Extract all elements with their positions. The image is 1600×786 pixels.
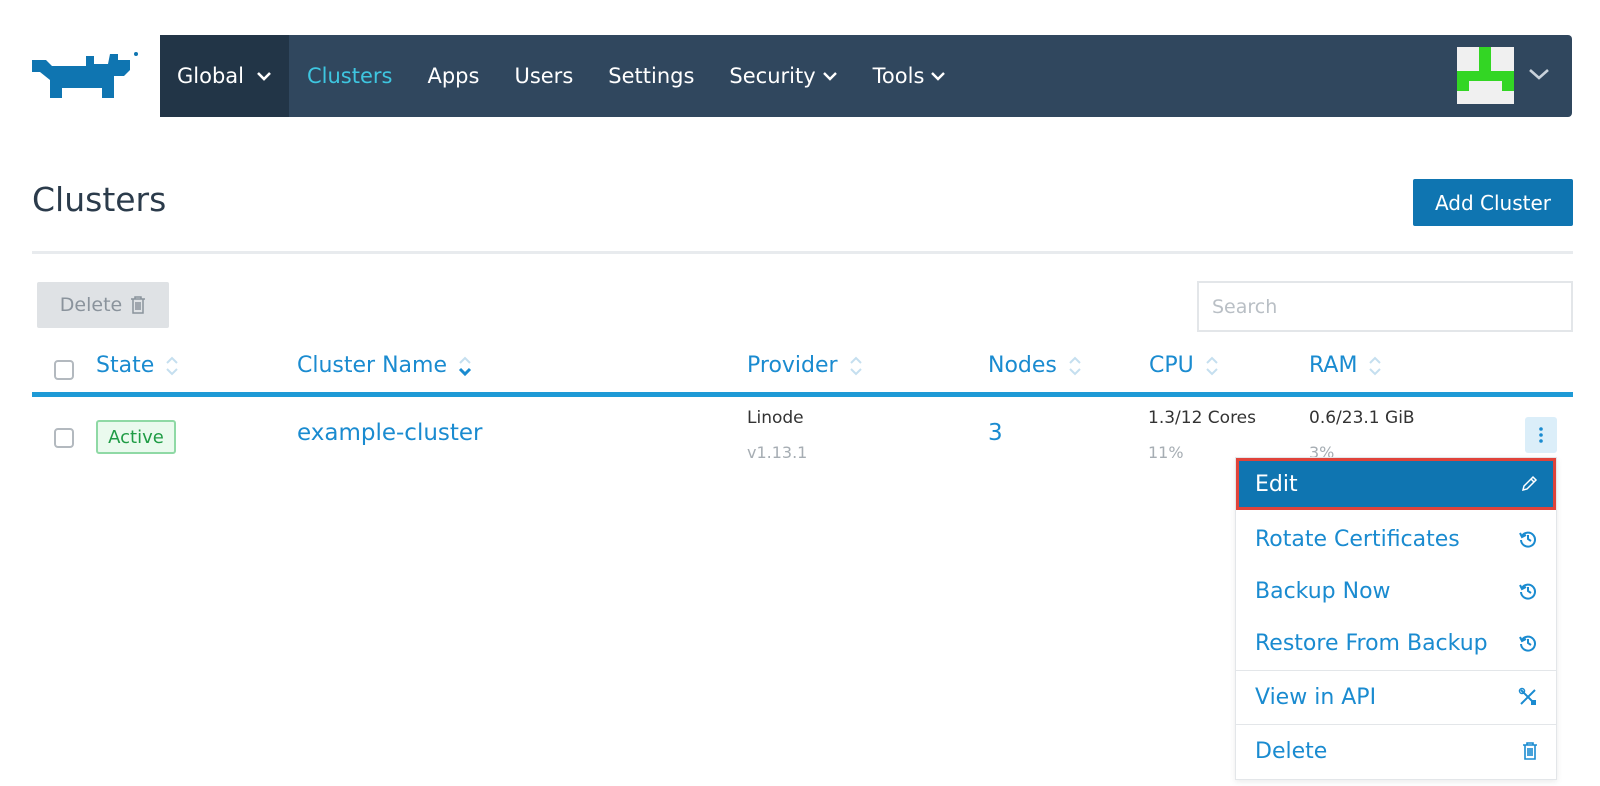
column-cpu[interactable]: CPU	[1149, 353, 1220, 378]
page-title: Clusters	[32, 180, 167, 219]
api-tools-icon	[1518, 687, 1536, 705]
column-state-label: State	[96, 353, 155, 378]
column-provider[interactable]: Provider	[747, 353, 864, 378]
column-cpu-label: CPU	[1149, 353, 1194, 378]
column-ram-label: RAM	[1309, 353, 1358, 378]
nodes-count-link[interactable]: 3	[988, 420, 1003, 446]
main-nav: Global Clusters Apps Users Settings Secu…	[160, 35, 1572, 117]
chevron-down-icon	[822, 71, 838, 81]
nav-tools[interactable]: Tools	[873, 64, 947, 88]
sort-icon	[1369, 356, 1382, 375]
menu-item-rotate-certificates[interactable]: Rotate Certificates	[1236, 513, 1556, 565]
bulk-delete-button[interactable]: Delete	[37, 282, 169, 328]
chevron-down-icon	[256, 71, 272, 81]
global-label: Global	[177, 64, 244, 88]
nav-settings-label: Settings	[608, 64, 695, 88]
bulk-delete-label: Delete	[59, 294, 123, 316]
menu-item-edit[interactable]: Edit	[1236, 458, 1556, 510]
nav-users-label: Users	[514, 64, 574, 88]
nav-security-label: Security	[729, 64, 816, 88]
cpu-usage: 1.3/12 Cores	[1148, 408, 1257, 428]
menu-divider	[1236, 724, 1556, 725]
nav-clusters-label: Clusters	[307, 64, 393, 88]
menu-item-backup-now[interactable]: Backup Now	[1236, 565, 1556, 617]
user-menu[interactable]	[1457, 47, 1550, 104]
row-actions-menu: Edit Rotate Certificates Backup Now Rest…	[1235, 457, 1557, 780]
menu-divider	[1236, 670, 1556, 671]
cluster-name-link[interactable]: example-cluster	[297, 420, 483, 446]
cpu-percent: 11%	[1148, 443, 1184, 462]
rancher-logo[interactable]	[32, 50, 142, 102]
row-actions-button[interactable]	[1525, 417, 1557, 453]
provider-version: v1.13.1	[747, 443, 808, 462]
header-divider	[32, 251, 1573, 254]
trash-icon	[1523, 742, 1537, 760]
column-nodes[interactable]: Nodes	[988, 353, 1083, 378]
sort-icon	[849, 356, 862, 375]
menu-item-label: View in API	[1255, 684, 1377, 710]
pencil-icon	[1521, 475, 1538, 492]
chevron-down-icon	[930, 71, 946, 81]
menu-item-view-in-api[interactable]: View in API	[1236, 671, 1556, 723]
sort-desc-icon	[458, 356, 472, 376]
nav-apps-label: Apps	[427, 64, 480, 88]
ram-usage: 0.6/23.1 GiB	[1309, 408, 1415, 428]
column-nodes-label: Nodes	[988, 353, 1057, 378]
trash-icon	[131, 296, 146, 314]
column-state[interactable]: State	[96, 353, 180, 378]
history-icon	[1519, 583, 1536, 600]
provider-name: Linode	[747, 408, 804, 428]
menu-item-label: Delete	[1255, 738, 1328, 764]
top-header: Global Clusters Apps Users Settings Secu…	[0, 0, 1600, 140]
sort-icon	[1069, 356, 1081, 375]
history-icon	[1519, 531, 1536, 548]
table-header: State Cluster Name Provider Nodes CPU RA…	[32, 345, 1573, 397]
menu-item-delete[interactable]: Delete	[1236, 725, 1556, 777]
global-context-switcher[interactable]: Global	[160, 35, 289, 117]
menu-item-label: Restore From Backup	[1255, 630, 1488, 656]
menu-item-restore-from-backup[interactable]: Restore From Backup	[1236, 617, 1556, 669]
column-cluster-name-label: Cluster Name	[297, 353, 447, 378]
nav-settings[interactable]: Settings	[608, 64, 694, 88]
select-all-checkbox[interactable]	[54, 360, 74, 380]
add-cluster-button[interactable]: Add Cluster	[1413, 179, 1573, 226]
nav-security[interactable]: Security	[729, 64, 837, 88]
nav-users[interactable]: Users	[514, 64, 573, 88]
sort-icon	[166, 356, 178, 375]
sort-icon	[1206, 356, 1218, 375]
row-checkbox[interactable]	[54, 428, 74, 448]
column-cluster-name[interactable]: Cluster Name	[297, 353, 473, 378]
avatar	[1457, 47, 1514, 104]
column-provider-label: Provider	[747, 353, 838, 378]
menu-item-label: Edit	[1255, 471, 1298, 497]
menu-item-label: Backup Now	[1255, 578, 1391, 604]
chevron-down-icon	[1528, 66, 1550, 85]
search-input[interactable]	[1197, 281, 1573, 332]
nav-tools-label: Tools	[872, 64, 925, 88]
column-ram[interactable]: RAM	[1309, 353, 1383, 378]
kebab-icon	[1539, 427, 1543, 443]
nav-clusters[interactable]: Clusters	[307, 64, 392, 88]
nav-apps[interactable]: Apps	[427, 64, 479, 88]
menu-item-label: Rotate Certificates	[1255, 526, 1460, 552]
history-icon	[1519, 635, 1536, 652]
status-badge: Active	[96, 420, 176, 454]
